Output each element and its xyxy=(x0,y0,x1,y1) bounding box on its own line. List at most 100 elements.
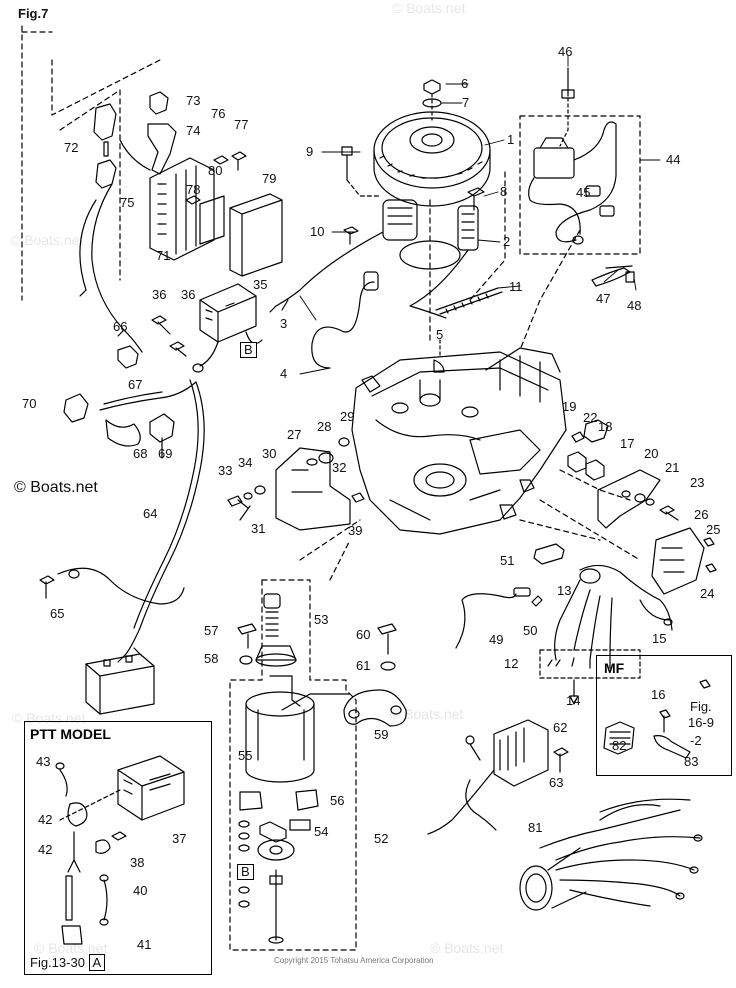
callout-73: 73 xyxy=(186,93,201,108)
fig13-30-reference: Fig.13-30 A xyxy=(30,954,106,971)
callout-62: 62 xyxy=(553,720,568,735)
callout-50: 50 xyxy=(523,623,538,638)
sensor-wire-4 xyxy=(311,271,379,369)
main-harness-64 xyxy=(57,379,205,663)
callout-7: 7 xyxy=(462,95,470,110)
ptt-parts xyxy=(55,755,185,945)
cdi-unit xyxy=(229,193,283,277)
faint-watermark-5: © Boats.net xyxy=(430,940,504,956)
callout-42a: 42 xyxy=(38,812,53,827)
engine-block xyxy=(351,347,567,535)
starter-small-parts xyxy=(238,789,319,944)
boatsnet-watermark: © Boats.net xyxy=(14,479,98,496)
callout-66: 66 xyxy=(113,319,128,334)
harness-71 xyxy=(79,139,151,353)
callout-12: 12 xyxy=(504,656,519,671)
ignition-coil-assembly xyxy=(519,67,641,287)
callout-20: 20 xyxy=(644,446,659,461)
callout-42b: 42 xyxy=(38,842,53,857)
callout-14: 14 xyxy=(566,693,581,708)
callout-56: 56 xyxy=(330,793,345,808)
callout-60: 60 xyxy=(356,627,371,642)
fig13-30-text: Fig.13-30 xyxy=(30,955,85,970)
callout-24: 24 xyxy=(700,586,715,601)
callout-9: 9 xyxy=(306,144,314,159)
right-small-parts xyxy=(567,451,717,595)
callout-25: 25 xyxy=(706,522,721,537)
callout-31: 31 xyxy=(251,521,266,536)
exciter-coil xyxy=(409,205,479,319)
fig7-leader-lines xyxy=(21,25,161,301)
cap-66 xyxy=(117,345,139,369)
callout-36a: 36 xyxy=(152,287,167,302)
callout-48: 48 xyxy=(627,298,642,313)
callout-47: 47 xyxy=(596,291,611,306)
faint-watermark-3: © Boats.net xyxy=(12,710,86,726)
callout-55: 55 xyxy=(238,748,253,763)
ptt-model-frame xyxy=(24,721,212,975)
callout-67: 67 xyxy=(128,377,143,392)
callout-36b: 36 xyxy=(181,287,196,302)
callout-46: 46 xyxy=(558,44,573,59)
callout-30: 30 xyxy=(262,446,277,461)
cap-70 xyxy=(63,393,89,423)
callout-18: 18 xyxy=(598,419,613,434)
bolt-65 xyxy=(39,575,55,599)
callout-23: 23 xyxy=(690,475,705,490)
callout-35: 35 xyxy=(253,277,268,292)
misc-bolts xyxy=(185,151,609,443)
callout-6: 6 xyxy=(461,76,469,91)
faint-watermark-2: © Boats.net xyxy=(10,232,84,248)
boot-69 xyxy=(149,413,175,459)
callout-75: 75 xyxy=(120,195,135,210)
callout-leaders xyxy=(299,55,661,375)
callout-82: 82 xyxy=(612,738,627,753)
callout-57: 57 xyxy=(204,623,219,638)
callout-27: 27 xyxy=(287,427,302,442)
mf-title: MF xyxy=(604,660,625,676)
callout-81: 81 xyxy=(528,820,543,835)
starter-dashed-frame xyxy=(229,579,357,951)
callout-2: 2 xyxy=(503,234,511,249)
callout-33: 33 xyxy=(218,463,233,478)
callout-1: 1 xyxy=(507,132,515,147)
bolts-36 xyxy=(151,315,187,357)
callout-59: 59 xyxy=(374,727,389,742)
bracket-74 xyxy=(147,91,177,175)
callout-77: 77 xyxy=(234,117,249,132)
rectifier-regulator xyxy=(149,157,215,261)
callout-5: 5 xyxy=(436,327,444,342)
callout-34: 34 xyxy=(238,455,253,470)
fig13-30-box-a: A xyxy=(88,954,106,971)
fuse-holder-72 xyxy=(93,103,117,189)
faint-watermark-6: © Boats.net xyxy=(34,940,108,956)
callout-39: 39 xyxy=(348,523,363,538)
callout-58: 58 xyxy=(204,651,219,666)
callout-16: 16 xyxy=(651,687,666,702)
callout-8: 8 xyxy=(500,184,508,199)
callout-19: 19 xyxy=(562,399,577,414)
regulator-62 xyxy=(427,719,549,835)
callout-40: 40 xyxy=(133,883,148,898)
callout-43: 43 xyxy=(36,754,51,769)
callout-3: 3 xyxy=(280,316,288,331)
harness-12-13 xyxy=(539,564,673,705)
callout-51: 51 xyxy=(500,553,515,568)
mf-frame xyxy=(596,655,732,776)
bracket-59 xyxy=(343,689,407,727)
mf-fig-ref: Fig. xyxy=(690,699,712,714)
callout-11: 11 xyxy=(509,279,523,294)
callout-22: 22 xyxy=(583,410,598,425)
starter-motor xyxy=(245,675,351,783)
engine-leader-lines xyxy=(299,171,641,581)
mf-fig-num-a: 16-9 xyxy=(688,715,715,730)
callout-79: 79 xyxy=(262,171,277,186)
bolt-60 xyxy=(377,623,397,671)
callout-83: 83 xyxy=(684,754,699,769)
callout-45: 45 xyxy=(576,185,591,200)
battery-cable-67 xyxy=(99,381,197,411)
bolt-63 xyxy=(553,747,569,773)
callout-78: 78 xyxy=(186,182,201,197)
callout-71: 71 xyxy=(156,248,171,263)
